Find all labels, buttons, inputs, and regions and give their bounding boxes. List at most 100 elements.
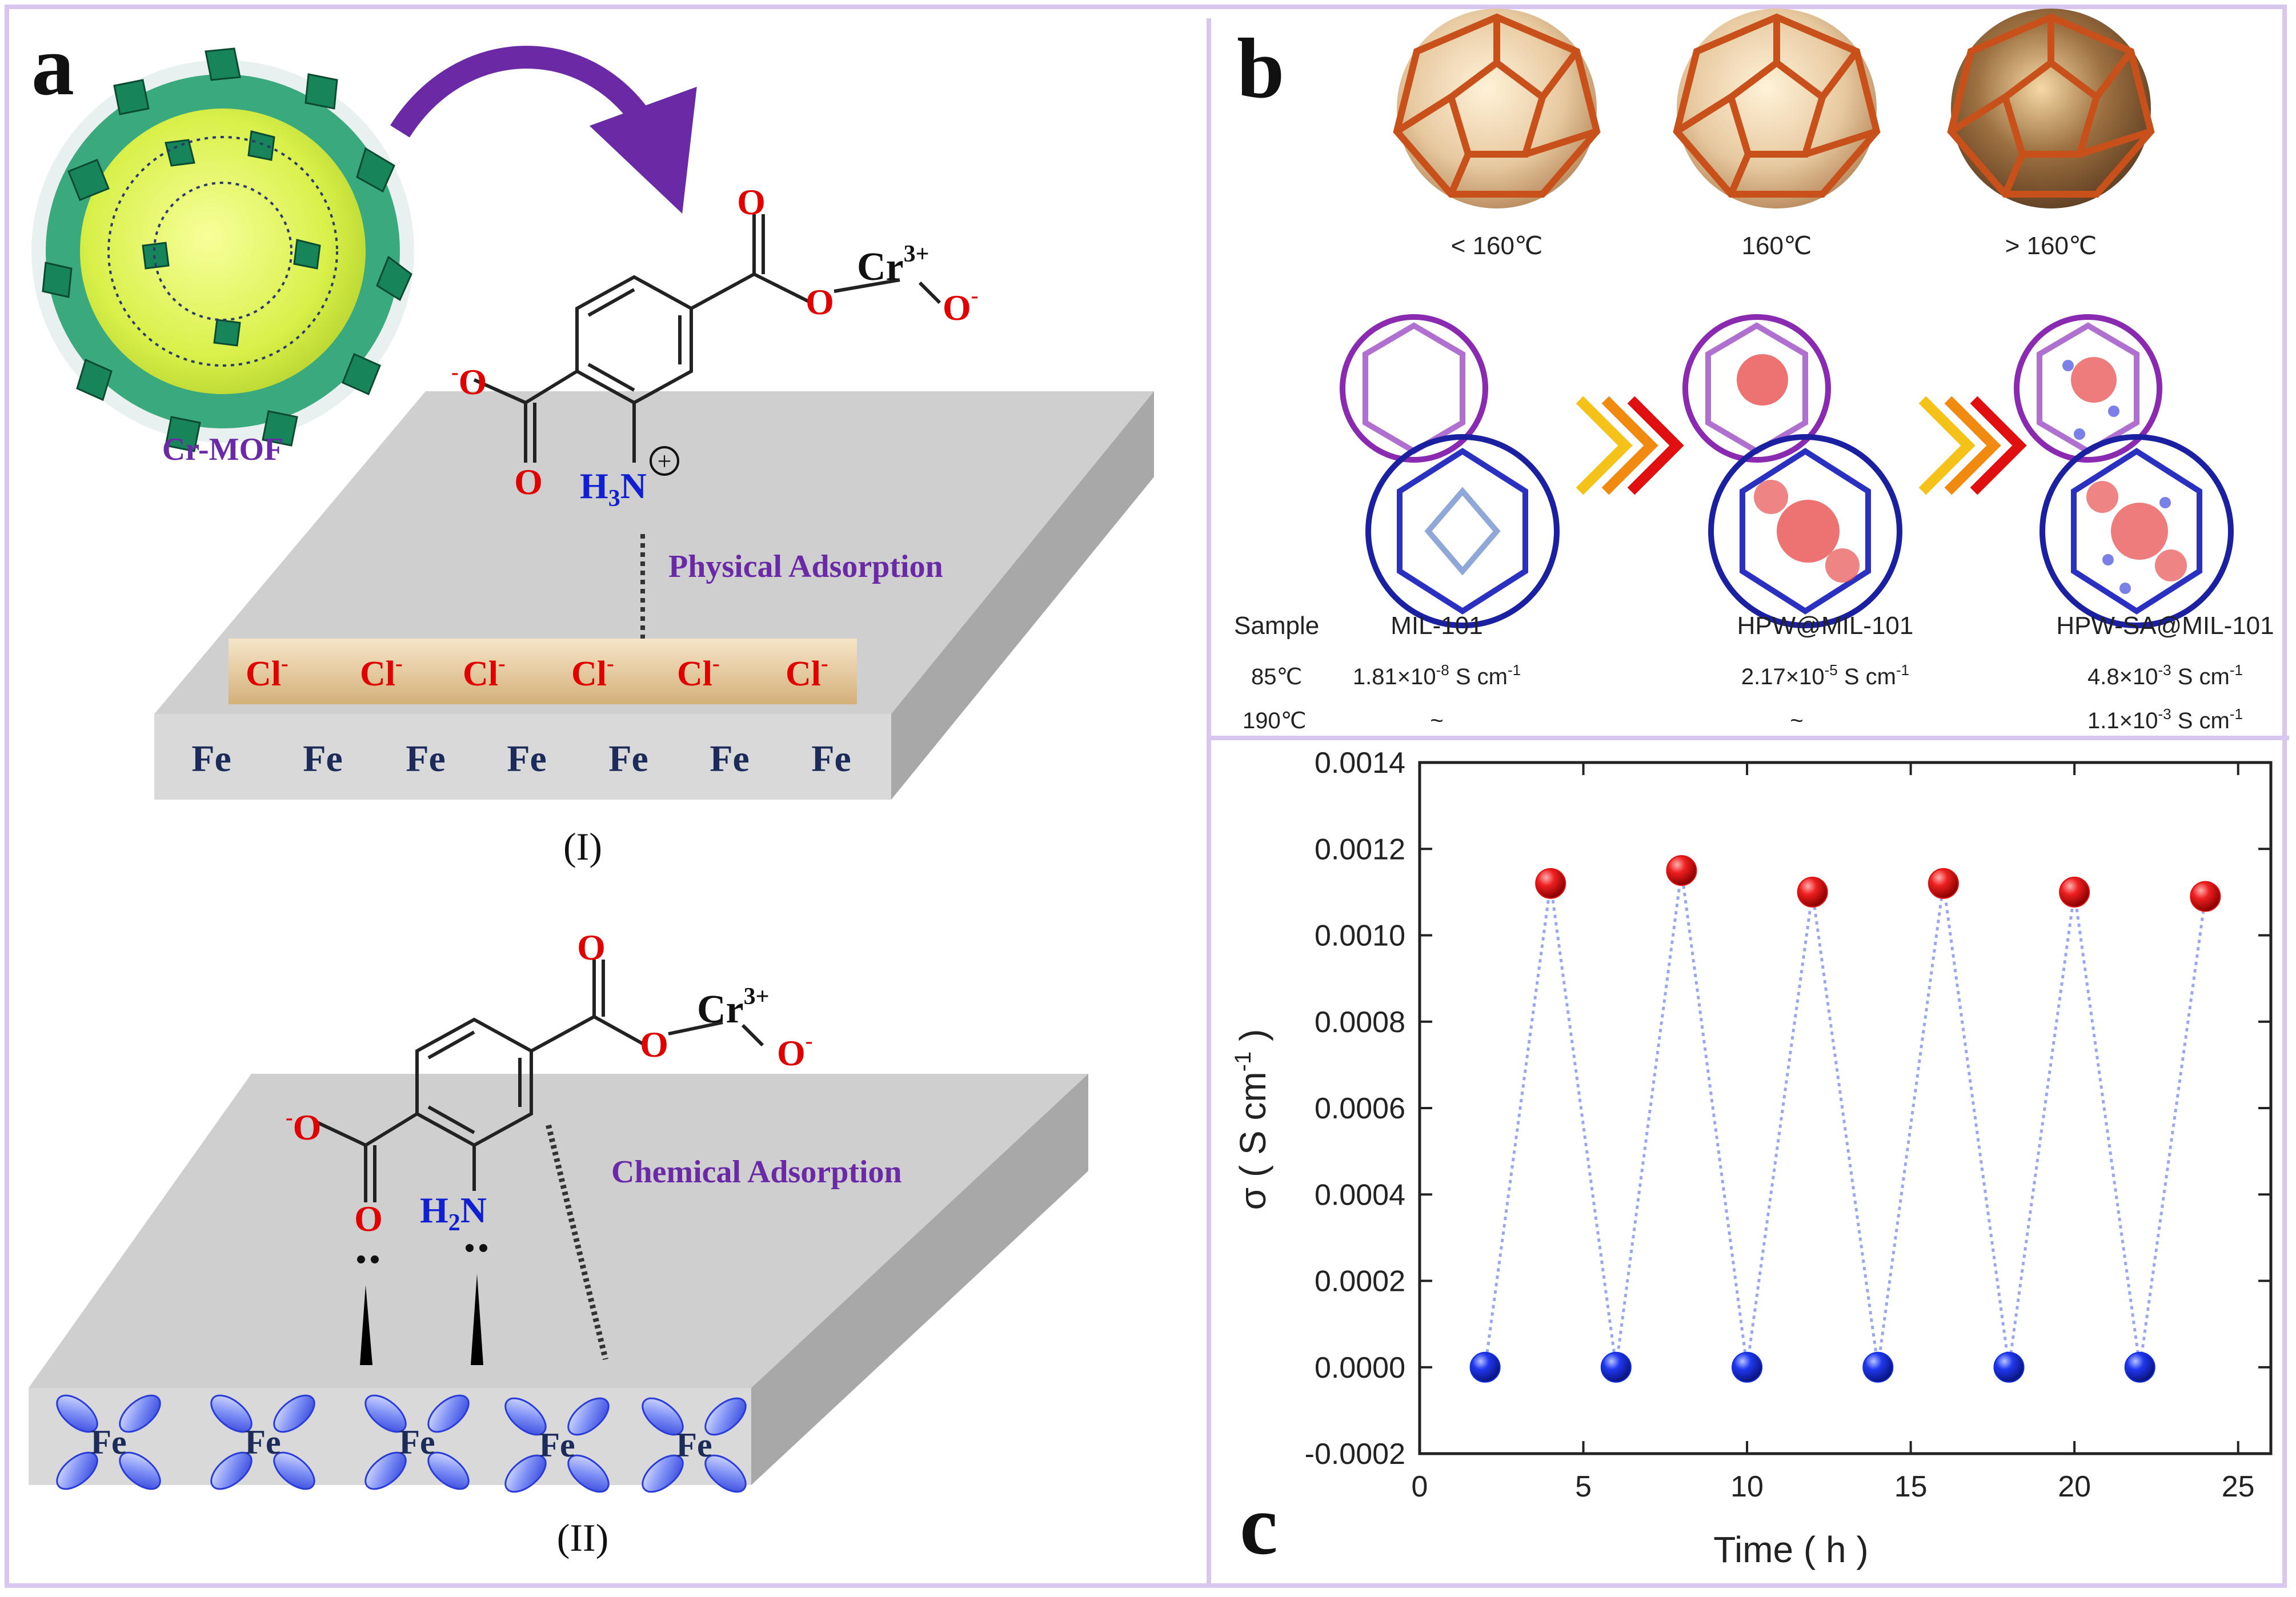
iron-atom: Fe xyxy=(399,1423,435,1461)
iron-atoms-ii: Fe Fe Fe Fe Fe xyxy=(90,1423,712,1464)
table-cell: ~ xyxy=(1790,708,1803,733)
y-tick-label: 0.0012 xyxy=(1315,833,1405,866)
data-point-low xyxy=(1600,1351,1632,1383)
panel-b-label: b xyxy=(1237,21,1284,116)
coordination-wedges xyxy=(360,1274,483,1365)
hpw-mil-101-cage xyxy=(1682,314,1902,628)
surface-slab-ii xyxy=(29,1074,1088,1485)
data-point-low xyxy=(2124,1351,2155,1383)
plus-charge-circle xyxy=(650,446,679,476)
cage-mid-temp xyxy=(1673,9,1881,208)
data-point-high xyxy=(2190,881,2221,912)
ii-amine: H2N xyxy=(420,1190,487,1236)
scheme-ii-caption: (II) xyxy=(557,1516,609,1559)
i-ammonium: H3N xyxy=(580,466,647,512)
table-header-hpw-sa: HPW-SA@MIL-101 xyxy=(2056,612,2274,640)
data-point-high xyxy=(1535,868,1566,899)
table-cell: 1.1×10-3 S cm-1 xyxy=(2087,705,2243,733)
x-tick-label: 15 xyxy=(1894,1470,1928,1503)
iron-atom: Fe xyxy=(608,738,648,780)
conductivity-chart: -0.00020.00000.00020.00040.00060.00080.0… xyxy=(1231,747,2273,1570)
table-cell: 1.81×10-8 S cm-1 xyxy=(1353,661,1521,689)
iron-orbitals xyxy=(56,1394,747,1493)
molecule-ii xyxy=(316,960,764,1202)
data-points xyxy=(1469,855,2221,1383)
temp-label-high: > 160℃ xyxy=(2005,232,2097,260)
chloride-ion: Cl- xyxy=(360,652,403,693)
plus-charge: + xyxy=(658,447,672,475)
plot-frame xyxy=(1418,761,2273,1455)
data-point-low xyxy=(1993,1351,2025,1383)
temp-label-low: < 160℃ xyxy=(1451,232,1543,260)
hpw-sa-mil-101-cage xyxy=(2014,314,2234,628)
panel-a-label: a xyxy=(31,18,74,113)
ii-oxygen-top: O xyxy=(577,927,606,968)
i-oxygen-ester: O xyxy=(806,282,834,322)
mil-101-cage xyxy=(1340,314,1560,628)
iron-atom: Fe xyxy=(710,738,750,780)
i-oxygen-top: O xyxy=(737,182,766,222)
chloride-ion: Cl- xyxy=(571,652,614,693)
y-axis-label: σ ( S cm-1 ) xyxy=(1231,1029,1273,1210)
ii-chromium: Cr3+ xyxy=(697,984,770,1032)
iron-atoms-i: Fe Fe Fe Fe Fe Fe Fe xyxy=(191,738,851,780)
y-tick-label: -0.0002 xyxy=(1305,1438,1405,1471)
ii-carbonyl: O xyxy=(354,1198,383,1239)
chloride-ion: Cl- xyxy=(677,652,720,693)
y-tick-label: 0.0006 xyxy=(1315,1092,1405,1125)
cage-low-temp xyxy=(1393,9,1601,208)
figure-frame xyxy=(5,5,2287,1588)
i-chromium: Cr3+ xyxy=(857,241,929,289)
i-oxide: O- xyxy=(943,284,978,328)
iron-atom: Fe xyxy=(245,1423,281,1461)
cr-mof-structure xyxy=(31,47,414,452)
y-tick-label: 0.0000 xyxy=(1315,1351,1405,1385)
chemical-adsorption-label: Chemical Adsorption xyxy=(611,1154,902,1190)
conductivity-table: Sample MIL-101 HPW@MIL-101 HPW-SA@MIL-10… xyxy=(1234,612,2274,733)
iron-atom: Fe xyxy=(90,1423,126,1461)
table-cell: 2.17×10-5 S cm-1 xyxy=(1741,661,1909,689)
iron-atom: Fe xyxy=(303,738,343,780)
data-point-low xyxy=(1732,1351,1763,1383)
y-tick-label: 0.0002 xyxy=(1315,1265,1405,1298)
table-header-hpw: HPW@MIL-101 xyxy=(1737,612,1914,640)
transfer-arrow xyxy=(390,46,697,214)
y-tick-label: 0.0008 xyxy=(1315,1006,1405,1039)
panel-divider-horizontal xyxy=(1207,736,2289,740)
table-row-temp: 85℃ xyxy=(1251,664,1302,689)
scheme-i-caption: (I) xyxy=(563,825,602,868)
ii-oxide: O- xyxy=(777,1029,812,1073)
chevron-arrows-2 xyxy=(1918,396,2027,495)
lone-pairs xyxy=(357,1244,487,1263)
chloride-layer xyxy=(229,639,857,704)
data-point-high xyxy=(2059,876,2090,908)
y-tick-label: 0.0010 xyxy=(1315,920,1405,953)
chloride-ion: Cl- xyxy=(246,652,288,693)
x-tick-label: 20 xyxy=(2058,1470,2091,1503)
iron-atom: Fe xyxy=(406,738,446,780)
chloride-ion: Cl- xyxy=(463,652,506,693)
iron-atom: Fe xyxy=(507,738,547,780)
data-point-high xyxy=(1666,855,1697,886)
chloride-ions: Cl- Cl- Cl- Cl- Cl- Cl- xyxy=(246,652,828,693)
iron-atom: Fe xyxy=(676,1426,712,1464)
data-point-high xyxy=(1928,868,1959,899)
cage-high-temp xyxy=(1947,9,2155,208)
iron-atom: Fe xyxy=(539,1426,575,1464)
y-tick-label: 0.0014 xyxy=(1315,747,1405,780)
panel-c-label: c xyxy=(1240,1478,1278,1572)
x-tick-label: 10 xyxy=(1730,1470,1764,1503)
table-header-sample: Sample xyxy=(1234,612,1319,640)
ii-carboxylate: -O xyxy=(286,1106,321,1147)
series-connector xyxy=(1484,870,2207,1368)
x-tick-label: 5 xyxy=(1575,1470,1592,1503)
panel-divider-vertical xyxy=(1207,18,1211,1583)
i-carbonyl: O xyxy=(514,462,543,502)
table-header-mil: MIL-101 xyxy=(1391,612,1482,640)
x-axis-label: Time ( h ) xyxy=(1713,1529,1868,1570)
x-tick-label: 0 xyxy=(1412,1470,1428,1503)
molecule-i xyxy=(473,214,941,463)
data-point-low xyxy=(1469,1351,1501,1383)
ii-oxygen-ester: O xyxy=(640,1024,668,1065)
